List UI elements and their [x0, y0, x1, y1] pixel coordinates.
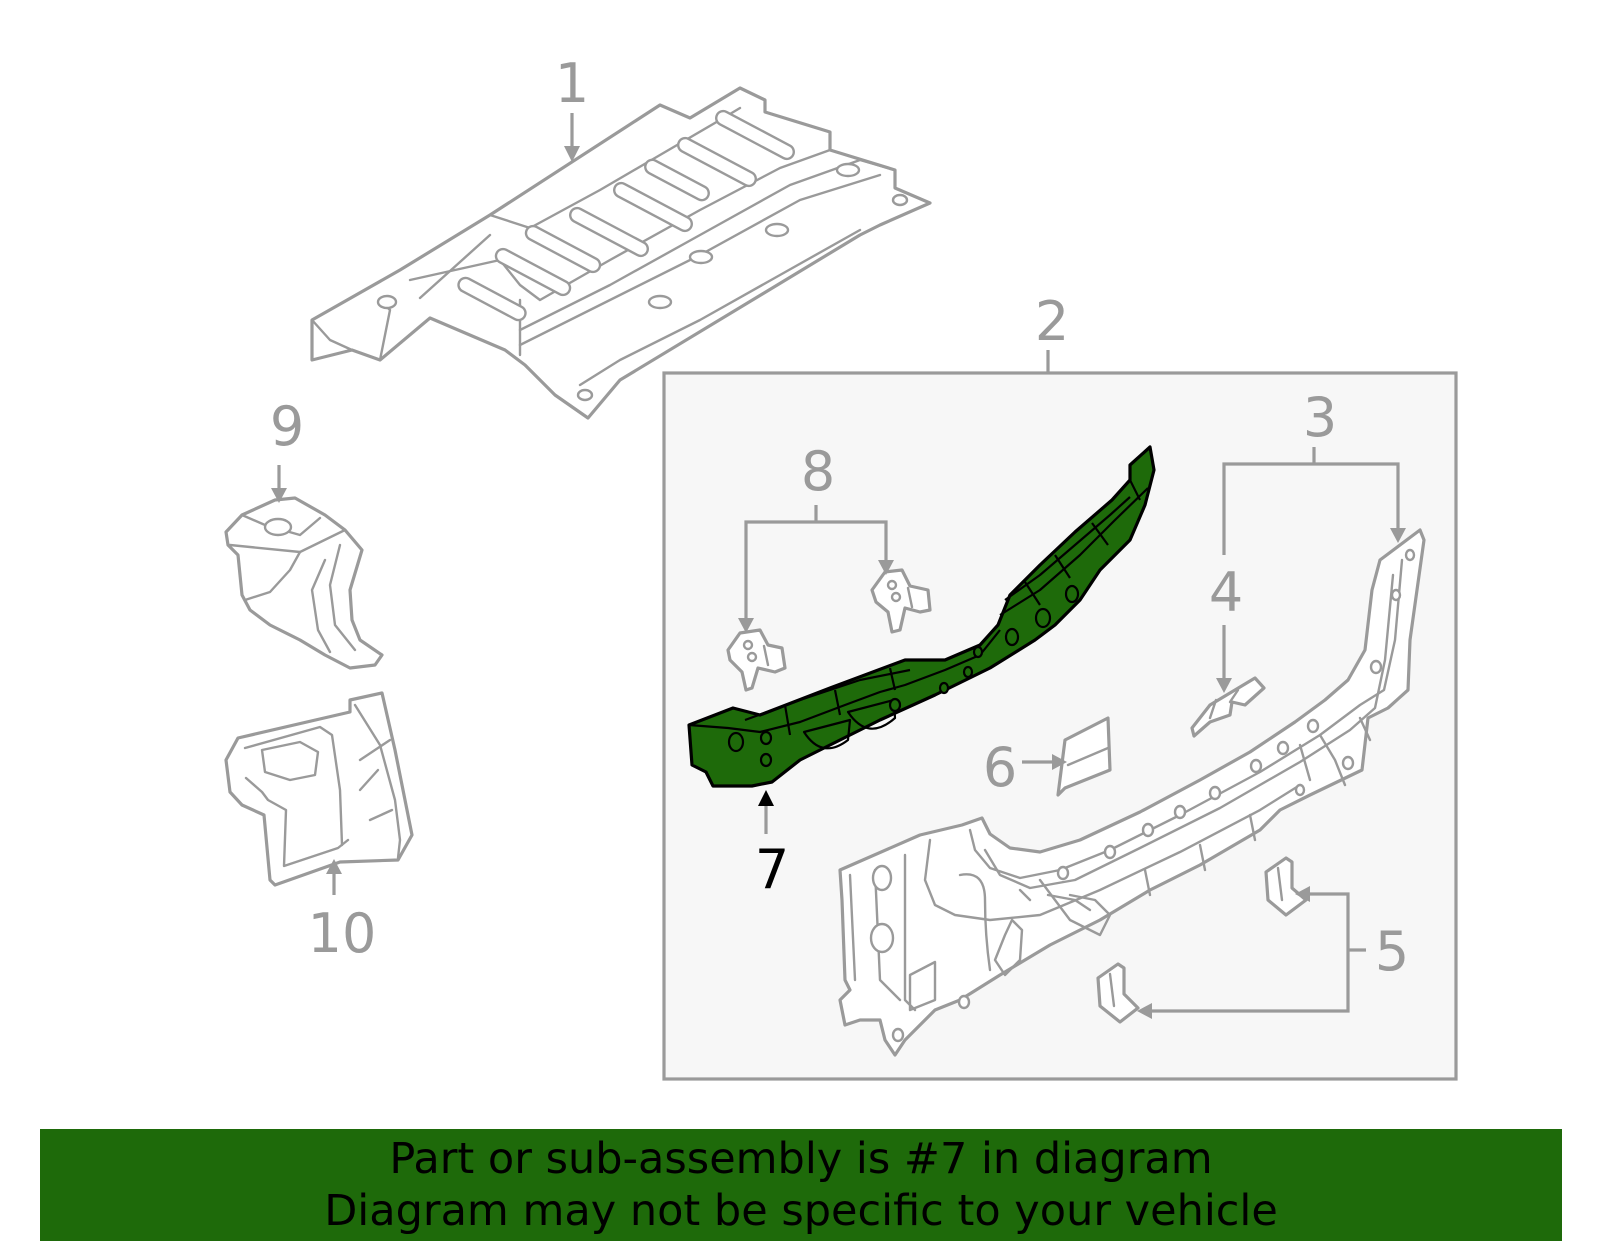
- part-9-bracket[interactable]: [224, 496, 384, 670]
- info-banner: Part or sub-assembly is #7 in diagram Di…: [40, 1129, 1562, 1241]
- part-10-panel[interactable]: [224, 691, 414, 887]
- part-7-reinforcement-highlighted[interactable]: [687, 445, 1156, 788]
- part-3-rear-body-panel[interactable]: [838, 528, 1426, 1057]
- callout-10[interactable]: 10: [308, 902, 377, 965]
- banner-line-2: Diagram may not be specific to your vehi…: [324, 1186, 1278, 1236]
- callout-1[interactable]: 1: [555, 52, 589, 115]
- callout-9[interactable]: 9: [270, 395, 304, 458]
- callout-5[interactable]: 5: [1375, 920, 1409, 983]
- part-8-bracket-right[interactable]: [870, 568, 932, 634]
- part-5-bracket-lower[interactable]: [1096, 962, 1140, 1024]
- part-1-slots: [457, 109, 795, 322]
- part-8-bracket-left[interactable]: [726, 628, 787, 692]
- callout-4[interactable]: 4: [1209, 561, 1243, 624]
- callout-2[interactable]: 2: [1035, 290, 1069, 353]
- part-1-rear-floor-panel[interactable]: [310, 86, 932, 420]
- callout-3[interactable]: 3: [1303, 386, 1337, 449]
- callout-7[interactable]: 7: [755, 838, 789, 901]
- part-4-bracket[interactable]: [1190, 676, 1266, 738]
- parts-diagram: 2 1: [224, 52, 1458, 1081]
- part-6-plate[interactable]: [1056, 716, 1112, 797]
- banner-line-1: Part or sub-assembly is #7 in diagram: [389, 1134, 1213, 1184]
- callout-8[interactable]: 8: [801, 440, 835, 503]
- callout-6[interactable]: 6: [983, 736, 1017, 799]
